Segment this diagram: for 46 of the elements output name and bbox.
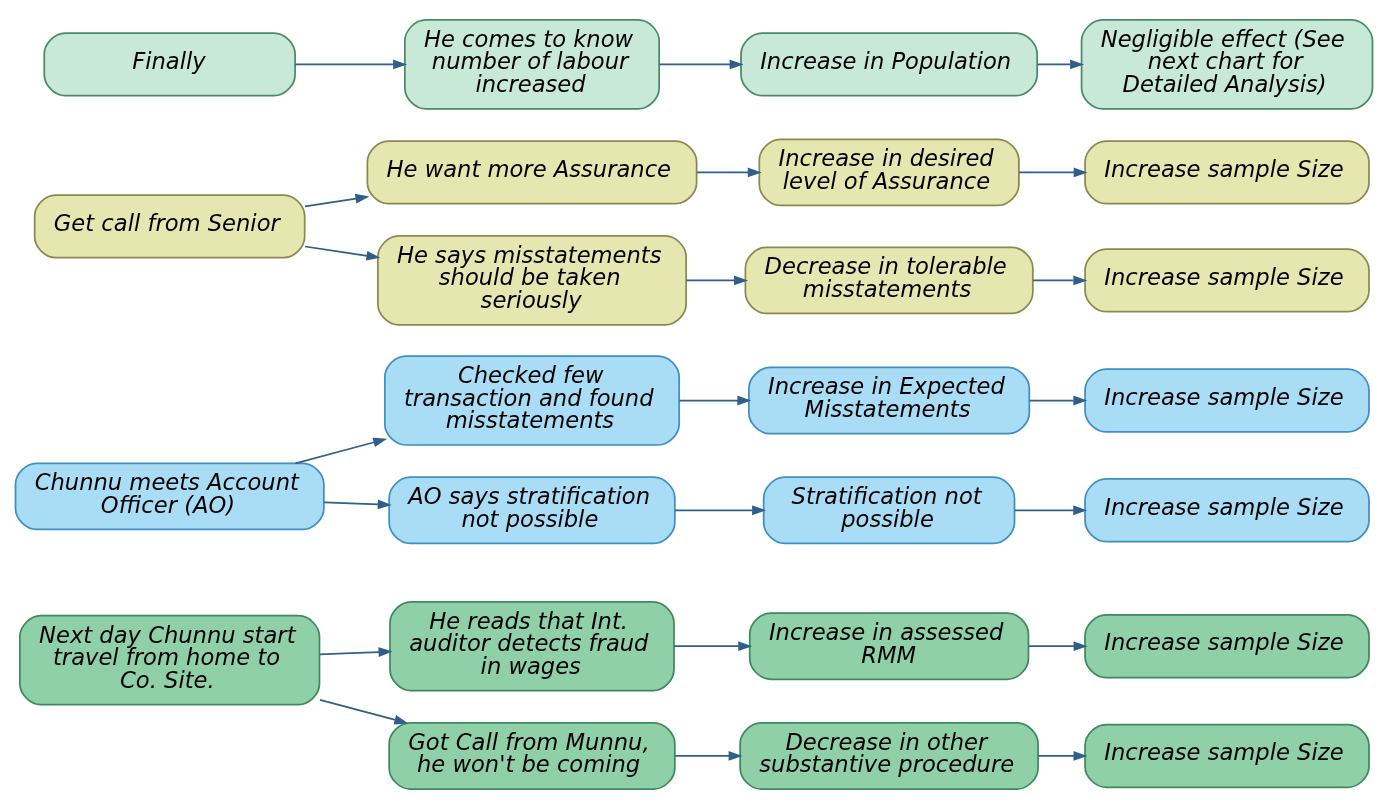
arrow	[319, 646, 393, 657]
node-box: Increase sample Size	[1084, 723, 1370, 788]
arrow	[696, 167, 762, 177]
node-box: Finally	[43, 31, 296, 97]
node-box: Increase in assessed RMM	[748, 611, 1030, 680]
node-box: Increase sample Size	[1084, 477, 1370, 543]
arrow	[1032, 275, 1088, 285]
node-box: AO says stratification not possible	[388, 475, 676, 544]
arrow	[1037, 750, 1088, 761]
arrow	[678, 395, 752, 405]
arrow	[294, 59, 408, 69]
arrow	[674, 504, 767, 515]
node-box: Got Call from Munnu, he won't be coming	[388, 721, 676, 790]
arrow	[1028, 395, 1088, 405]
node-box: Stratification not possible	[762, 475, 1016, 544]
arrow	[319, 698, 409, 724]
node-box: He comes to know number of labour increased	[403, 18, 661, 110]
node-box: Increase sample Size	[1084, 367, 1370, 433]
node-box: Increase in Population	[740, 31, 1039, 97]
node-box: Negligible effect (See next chart for Detailed Analysis)	[1080, 18, 1374, 110]
arrow	[304, 245, 381, 261]
arrow	[674, 750, 743, 761]
arrow	[1014, 504, 1088, 515]
node-box: He reads that Int. auditor detects fraud in wages	[389, 600, 675, 691]
arrow	[294, 437, 388, 464]
arrow	[1018, 167, 1088, 177]
node-box: Checked few transaction and found misstatements	[383, 354, 681, 446]
node-box: Increase sample Size	[1084, 247, 1370, 313]
node-box: Increase in Expected Misstatements	[748, 366, 1031, 435]
arrow	[304, 193, 370, 207]
arrow	[323, 499, 392, 509]
node-box: Decrease in tolerable misstatements	[744, 245, 1034, 314]
arrow	[673, 640, 753, 651]
node-box: He says misstatements should be taken seriously	[376, 234, 688, 326]
node-box: Chunnu meets Account Officer (AO)	[14, 461, 325, 530]
arrow	[1027, 640, 1088, 651]
node-box: Decrease in other substantive procedure	[739, 721, 1039, 790]
node-box: Increase in desired level of Assurance	[758, 137, 1020, 206]
node-box: Next day Chunnu start travel from home to Co. Site.	[19, 614, 321, 705]
node-box: He want more Assurance	[366, 139, 698, 205]
arrow	[658, 59, 744, 69]
node-box: Get call from Senior	[33, 193, 306, 259]
node-box: Increase sample Size	[1084, 613, 1370, 678]
node-box: Increase sample Size	[1084, 139, 1370, 205]
arrow	[685, 275, 749, 285]
arrow	[1036, 59, 1085, 69]
